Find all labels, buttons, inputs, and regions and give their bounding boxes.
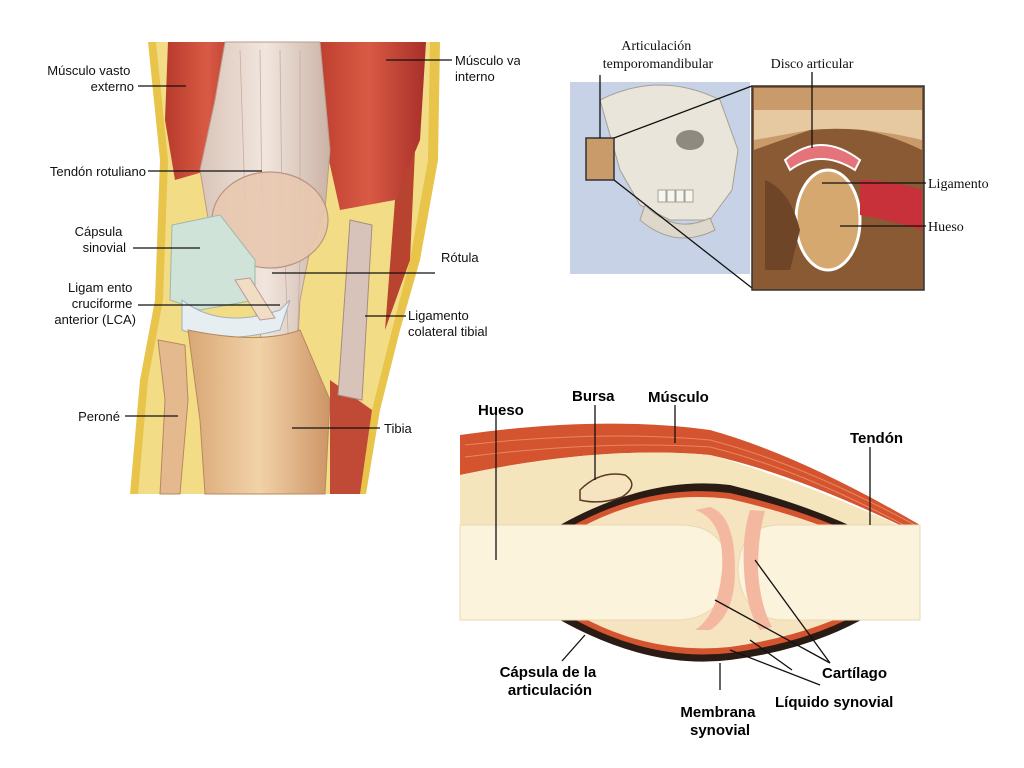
label-capsula-sinovial: Cápsula sinovial [75,224,126,255]
label-capsula: Cápsula de la articulación [500,664,601,699]
knee-diagram: Músculo vasto externo Músculo vasto inte… [47,41,520,495]
cartilage-right [743,510,772,630]
label-disco-articular: Disco articular [771,57,854,72]
label-colateral-tibial: Ligamento colateral tibial [408,308,488,339]
condyle [794,168,862,272]
left-bone [459,524,731,621]
label-hueso: Hueso [478,402,524,419]
label-tendon: Tendón [850,430,903,447]
acl [234,277,276,321]
muscle-fibers [464,435,916,532]
lower-leg-muscle [330,380,372,494]
label-rotula: Rótula [441,250,479,265]
label-lca: Ligam ento cruciforme anterior (LCA) [54,280,136,327]
tibial-collateral-ligament [337,219,373,401]
label-articulacion-tmj: Articulación temporomandibular [603,39,714,72]
synovial-joint-diagram: Hueso Bursa Músculo Tendón Cápsula de la… [459,388,921,739]
zoom-lines [613,85,753,289]
tmj-zoom-inset [751,85,925,291]
right-bone [737,524,921,621]
label-musculo: Músculo [648,389,709,406]
label-ligamento: Ligamento [928,177,989,192]
label-cartilago: Cartílago [822,665,887,682]
label-tendon-rotuliano: Tendón rotuliano [50,164,146,179]
label-membrana: Membrana synovial [680,704,759,739]
knee-leader-lines [125,59,452,429]
label-vasto-interno: Músculo vasto interno [455,53,520,84]
fibula-bone [157,339,189,495]
label-tibia: Tibia [384,421,412,436]
bursa [579,473,633,503]
label-bursa: Bursa [572,388,615,405]
muscle-layer [460,423,920,535]
cartilage-left [695,507,735,630]
label-vasto-externo: Músculo vasto externo [47,63,134,94]
label-liquido: Líquido synovial [775,694,893,711]
skull [599,84,739,239]
label-hueso-tmj: Hueso [928,220,964,235]
tmj-diagram: Articulación temporomandibular Disco art… [570,39,989,291]
tmj-highlight-box [585,137,615,181]
label-perone: Peroné [78,409,120,424]
tmj-leader-lines [599,72,926,227]
tibia-bone [187,329,331,495]
synovial-leader-lines [495,405,871,690]
